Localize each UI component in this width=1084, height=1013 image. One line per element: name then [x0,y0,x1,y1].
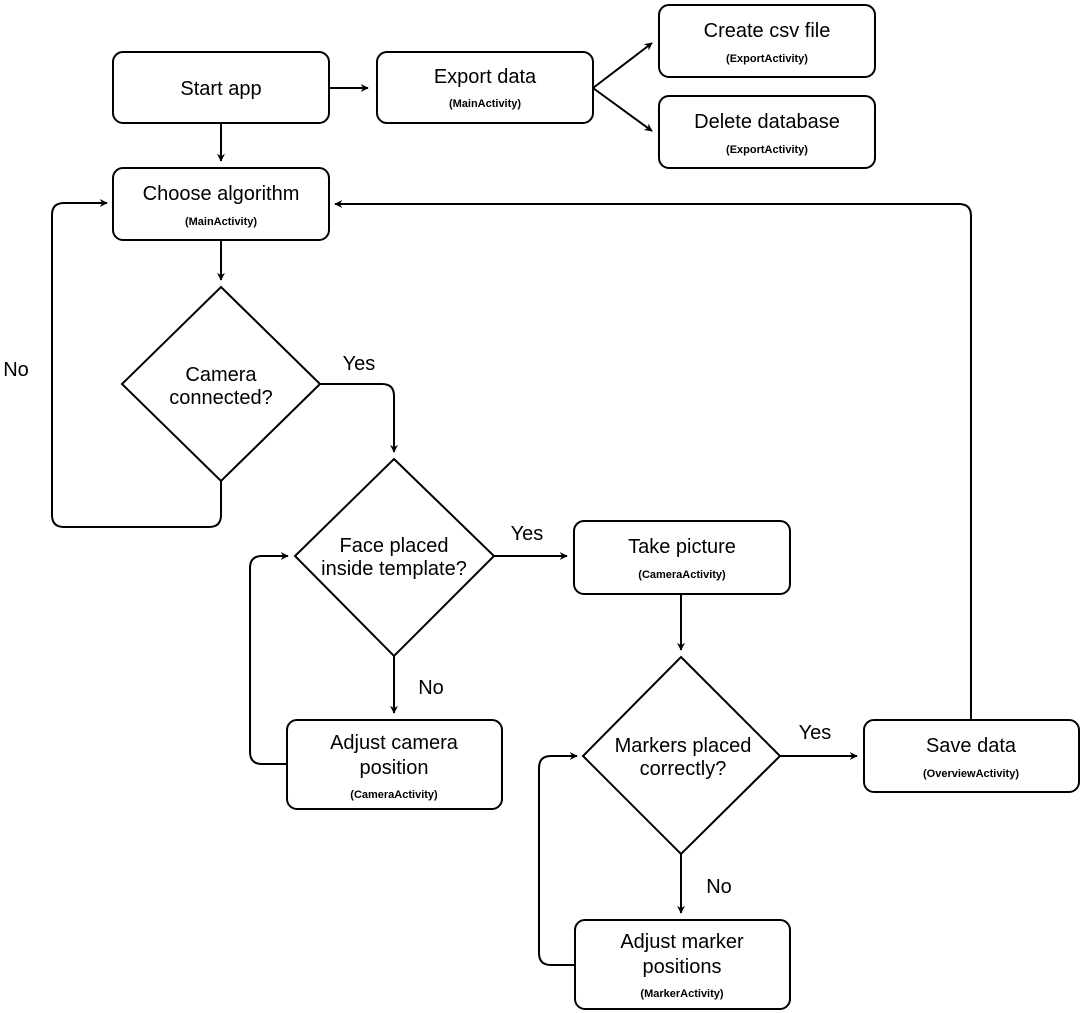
arrow-export-to-create-csv [592,42,653,89]
edge-label-markers-no: No [706,876,732,898]
decision-camera-connected-line1: Camera [185,364,257,386]
node-adjust-marker-activity: (MarkerActivity) [640,988,723,1000]
node-take-picture: Take picture (CameraActivity) [573,520,791,595]
edge-label-face-no: No [418,677,444,699]
arrow-export-to-delete-db [592,87,653,132]
node-delete-database-title: Delete database [694,111,840,133]
node-create-csv-activity: (ExportActivity) [726,53,808,65]
edge-label-markers-yes: Yes [799,722,832,744]
connectors [51,42,972,966]
node-adjust-camera-line1: Adjust camera [330,732,459,754]
node-start-app-title: Start app [180,78,261,100]
node-choose-algorithm-activity: (MainActivity) [185,216,257,228]
decision-markers-placed-line2: correctly? [640,758,727,780]
decision-face-placed-line2: inside template? [321,558,467,580]
arrow-save-to-choose [334,200,972,720]
node-choose-algorithm: Choose algorithm (MainActivity) [112,167,330,241]
node-adjust-marker-line2: positions [643,956,722,978]
edge-label-face-yes: Yes [511,523,544,545]
decision-markers-placed: Markers placed correctly? [581,655,782,856]
decision-camera-connected: Camera connected? [120,285,322,483]
node-adjust-camera-activity: (CameraActivity) [350,789,438,801]
node-save-data-title: Save data [926,735,1017,757]
decision-camera-connected-line2: connected? [169,387,272,409]
node-export-data-activity: (MainActivity) [449,98,521,110]
node-adjust-marker-positions: Adjust marker positions (MarkerActivity) [574,919,791,1010]
decision-face-placed-line1: Face placed [340,535,449,557]
node-take-picture-title: Take picture [628,536,736,558]
node-create-csv-title: Create csv file [704,20,831,42]
node-adjust-camera-line2: position [360,757,429,779]
node-choose-algorithm-title: Choose algorithm [143,183,300,205]
node-adjust-camera-position: Adjust camera position (CameraActivity) [286,719,503,810]
node-save-data: Save data (OverviewActivity) [863,719,1080,793]
edge-label-camera-no: No [3,359,29,381]
edge-label-camera-yes: Yes [343,353,376,375]
decision-face-placed: Face placed inside template? [293,457,496,658]
node-create-csv: Create csv file (ExportActivity) [658,4,876,78]
node-take-picture-activity: (CameraActivity) [638,569,726,581]
node-export-data-title: Export data [434,66,537,88]
node-start-app: Start app [112,51,330,124]
arrow-camera-no-loop [51,199,222,528]
arrow-camera-yes-to-face [320,383,398,453]
node-save-data-activity: (OverviewActivity) [923,768,1019,780]
arrow-adjust-camera-loop [249,552,289,765]
arrow-adjust-marker-loop [538,752,578,966]
node-delete-database: Delete database (ExportActivity) [658,95,876,169]
node-export-data: Export data (MainActivity) [376,51,594,124]
node-adjust-marker-line1: Adjust marker [620,931,744,953]
node-delete-database-activity: (ExportActivity) [726,144,808,156]
decision-markers-placed-line1: Markers placed [615,735,752,757]
